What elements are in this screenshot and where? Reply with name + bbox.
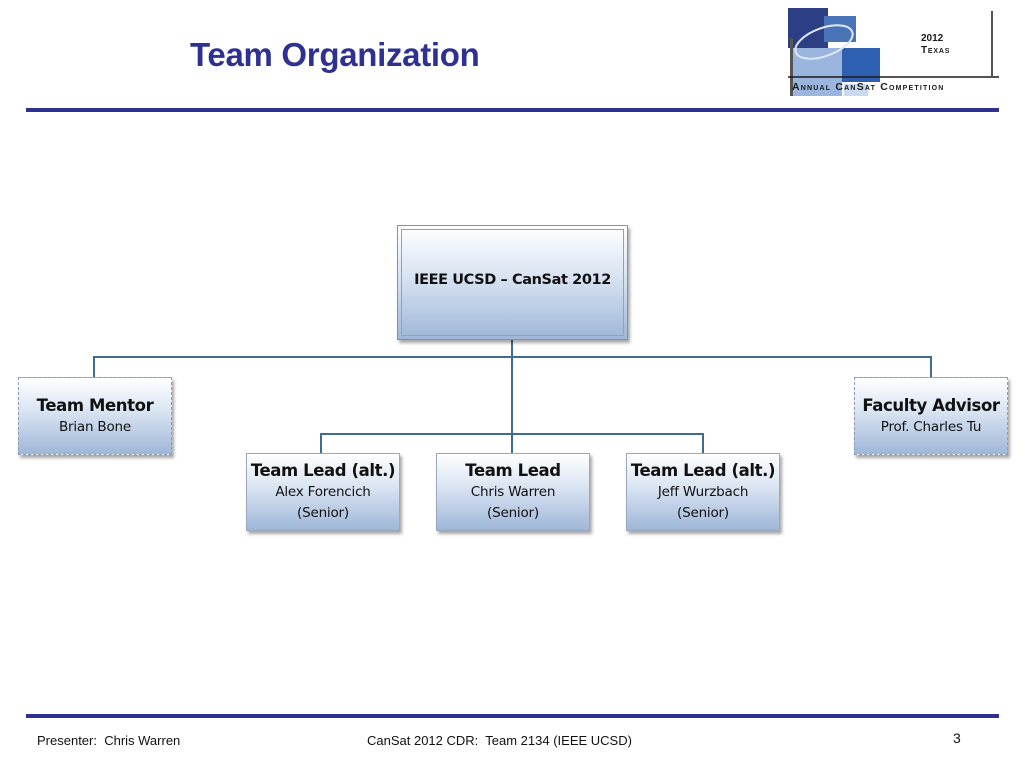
team-lead-alt-left-name: Alex Forencich — [275, 484, 371, 500]
team-lead-alt-left-title: Team Lead (alt.) — [250, 461, 396, 480]
logo-competition-name: Annual CanSat Competition — [792, 81, 945, 93]
team-lead-title: Team Lead — [465, 461, 561, 480]
team-lead-alt-left-box: Team Lead (alt.) Alex Forencich (Senior) — [246, 453, 400, 531]
team-lead-name: Chris Warren — [470, 484, 556, 500]
team-lead-note: (Senior) — [487, 505, 539, 521]
team-lead-alt-right-name: Jeff Wurzbach — [657, 484, 749, 500]
team-lead-box: Team Lead Chris Warren (Senior) — [436, 453, 590, 531]
faculty-advisor-title: Faculty Advisor — [862, 396, 1000, 415]
footer-divider — [26, 714, 999, 718]
team-lead-alt-left-note: (Senior) — [297, 505, 349, 521]
faculty-advisor-box: Faculty Advisor Prof. Charles Tu — [854, 377, 1008, 455]
faculty-advisor-name: Prof. Charles Tu — [880, 419, 982, 435]
cansat-competition-logo — [788, 8, 999, 96]
team-mentor-box: Team Mentor Brian Bone — [18, 377, 172, 455]
logo-place: Texas — [921, 45, 951, 56]
team-lead-alt-right-box: Team Lead (alt.) Jeff Wurzbach (Senior) — [626, 453, 780, 531]
footer-document-title: CanSat 2012 CDR: Team 2134 (IEEE UCSD) — [367, 733, 632, 748]
org-root-box: IEEE UCSD – CanSat 2012 — [397, 225, 628, 340]
team-mentor-name: Brian Bone — [58, 419, 132, 435]
header-divider — [26, 108, 999, 112]
logo-rocket — [790, 38, 793, 96]
page-number: 3 — [953, 730, 961, 746]
footer-presenter: Presenter: Chris Warren — [37, 733, 181, 748]
team-mentor-title: Team Mentor — [36, 396, 154, 415]
logo-square-pale — [844, 84, 868, 96]
logo-orbit — [794, 24, 854, 60]
team-lead-alt-right-note: (Senior) — [677, 505, 729, 521]
slide-title: Team Organization — [190, 36, 480, 73]
org-root-title: IEEE UCSD – CanSat 2012 — [414, 272, 611, 288]
team-lead-alt-right-title: Team Lead (alt.) — [630, 461, 776, 480]
logo-year: 2012 — [921, 33, 944, 44]
